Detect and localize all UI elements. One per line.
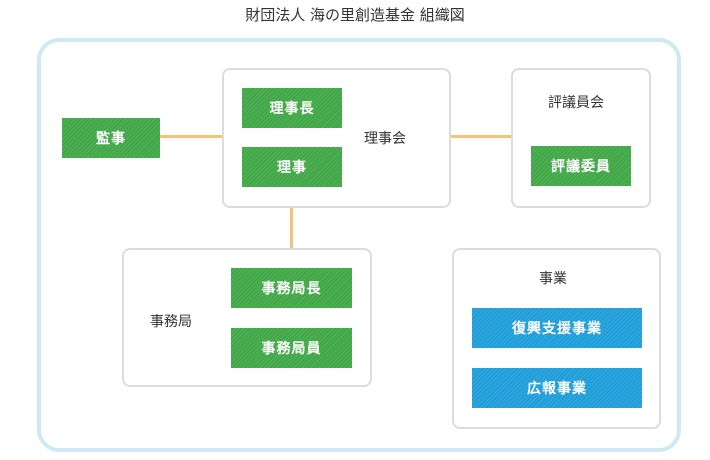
chart-title: 財団法人 海の里創造基金 組織図	[245, 6, 465, 24]
council-box	[511, 68, 651, 208]
chairman-node: 理事長	[242, 88, 342, 128]
organization-frame	[37, 38, 681, 452]
secretariat-staff-label: 事務局員	[261, 341, 322, 357]
secretariat-staff-node: 事務局員	[231, 328, 352, 368]
project-item-reconstruction: 復興支援事業	[472, 308, 642, 348]
council-label: 評議員会	[548, 95, 604, 111]
auditor-label: 監事	[96, 131, 126, 147]
connector-auditor-board	[160, 135, 224, 138]
secretariat-chief-label: 事務局長	[261, 281, 322, 297]
auditor-node: 監事	[62, 118, 160, 158]
project-item-publicity: 広報事業	[472, 368, 642, 408]
board-label: 理事会	[364, 131, 406, 147]
project-item-label: 復興支援事業	[512, 321, 602, 337]
connector-board-secretariat	[290, 187, 293, 271]
connector-board-council	[449, 135, 513, 138]
secretariat-label: 事務局	[150, 314, 192, 330]
council-member-node: 評議委員	[531, 146, 631, 186]
council-member-label: 評議委員	[551, 159, 611, 175]
chairman-label: 理事長	[269, 101, 315, 117]
secretariat-chief-node: 事務局長	[231, 268, 352, 308]
project-item-label: 広報事業	[527, 381, 587, 397]
director-node: 理事	[242, 147, 342, 187]
director-label: 理事	[277, 160, 307, 176]
projects-label: 事業	[539, 271, 567, 287]
